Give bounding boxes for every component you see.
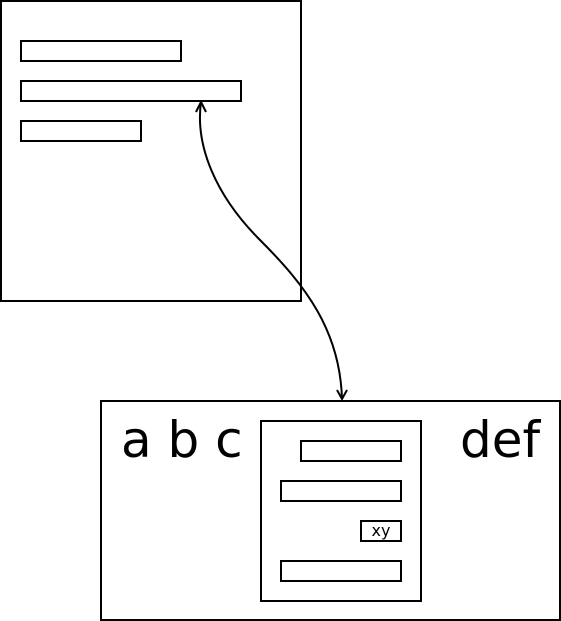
connector-arrowhead-bottom (336, 389, 348, 402)
top-panel-bar-1 (20, 40, 182, 62)
inner-panel-bar-1 (300, 440, 402, 462)
inner-panel-bar-3 (280, 560, 402, 582)
top-panel-bar-3 (20, 120, 142, 142)
bottom-panel-left-label: a b c (121, 411, 243, 469)
inner-panel-tag-label: xy (371, 521, 391, 540)
inner-panel-tag: xy (360, 520, 402, 542)
bottom-panel-right-label: def (460, 411, 541, 469)
inner-panel-bar-2 (280, 480, 402, 502)
top-panel-bar-2 (20, 80, 242, 102)
